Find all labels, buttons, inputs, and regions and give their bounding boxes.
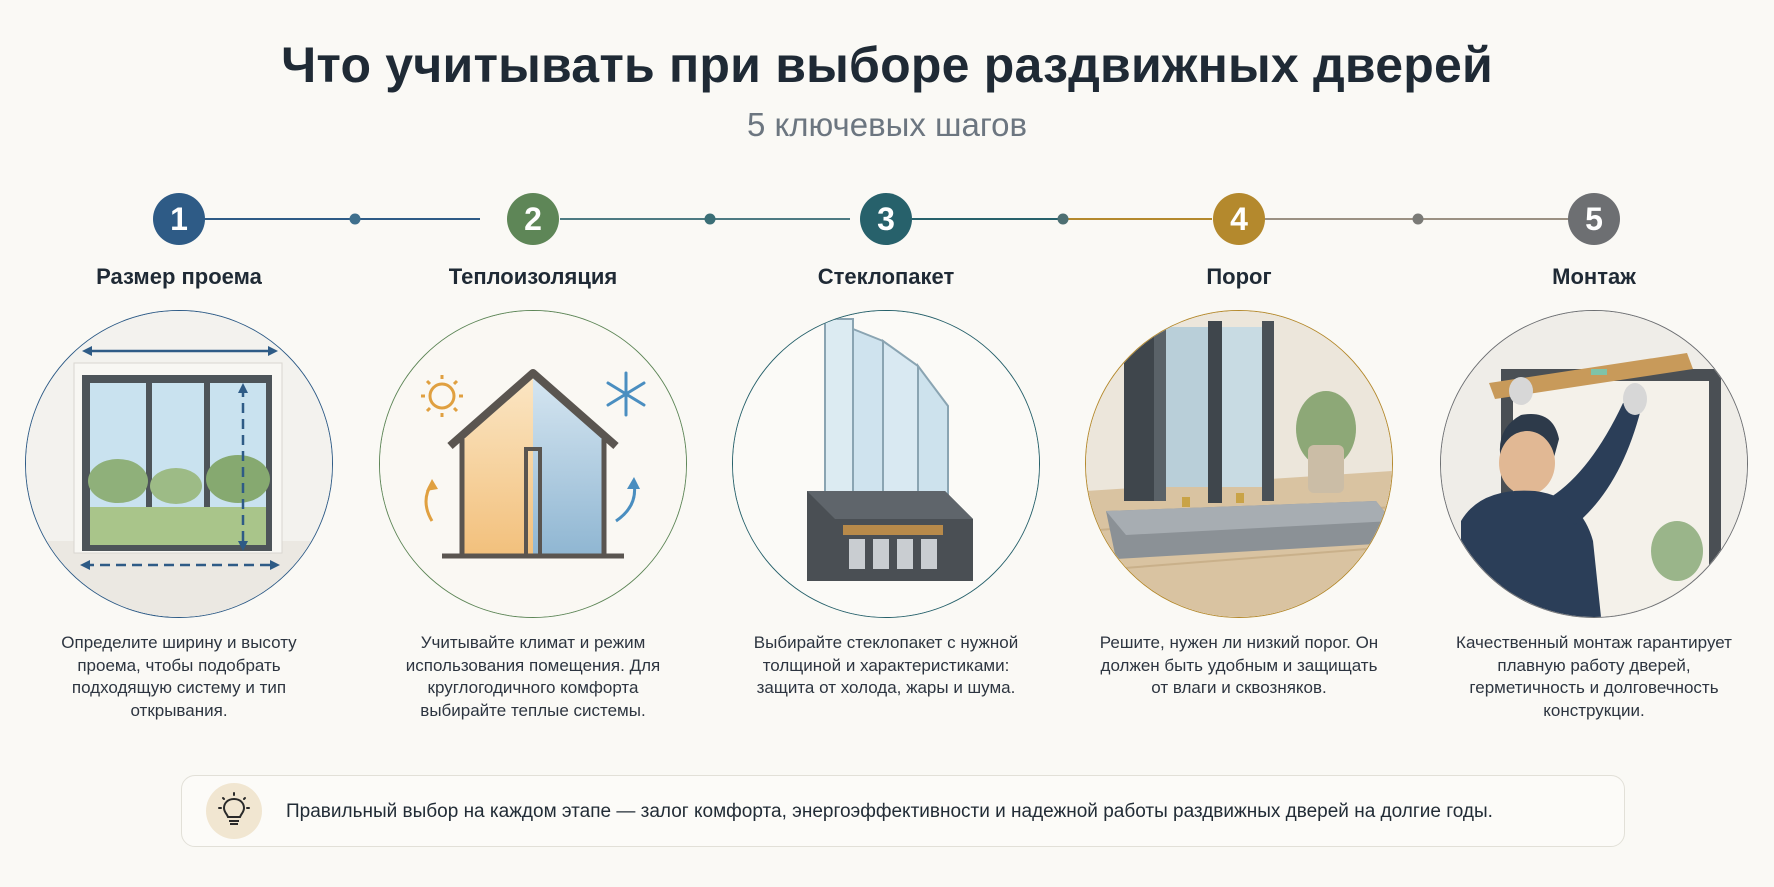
step-4-number: 4 bbox=[1213, 193, 1265, 245]
step-1-description: Определите ширину и высоту проема, чтобы… bbox=[61, 633, 297, 720]
step-3-title: Стеклопакет bbox=[817, 264, 955, 289]
tip-text: Правильный выбор на каждом этапе — залог… bbox=[286, 801, 1493, 822]
step-5-description: Качественный монтаж гарантирует плавную … bbox=[1456, 633, 1732, 720]
step-5-number: 5 bbox=[1568, 193, 1620, 245]
warm-cold-house-icon bbox=[379, 310, 687, 618]
lightbulb-icon bbox=[206, 783, 262, 839]
step-1-title: Размер проема bbox=[96, 264, 262, 289]
step-2-description: Учитывайте климат и режим использования … bbox=[405, 633, 661, 720]
step-5-title: Монтаж bbox=[1552, 264, 1636, 289]
step-3-number: 3 bbox=[860, 193, 912, 245]
page-subtitle: 5 ключевых шагов bbox=[746, 106, 1028, 143]
step-3-description: Выбирайте стеклопакет с нужной толщиной … bbox=[753, 633, 1019, 697]
step-2-title: Теплоизоляция bbox=[448, 264, 618, 289]
step-1-number: 1 bbox=[153, 193, 205, 245]
step-2-number: 2 bbox=[507, 193, 559, 245]
glass-unit-profile-icon bbox=[732, 310, 1040, 618]
step-4-title: Порог bbox=[1206, 264, 1272, 289]
tip-banner: Правильный выбор на каждом этапе — залог… bbox=[181, 775, 1625, 847]
sliding-door-measure-icon bbox=[25, 310, 333, 618]
installer-with-level-icon bbox=[1440, 310, 1748, 618]
step-4-description: Решите, нужен ли низкий порог. Он должен… bbox=[1099, 633, 1379, 697]
low-threshold-icon bbox=[1085, 310, 1393, 618]
page-title: Что учитывать при выборе раздвижных двер… bbox=[281, 37, 1493, 93]
